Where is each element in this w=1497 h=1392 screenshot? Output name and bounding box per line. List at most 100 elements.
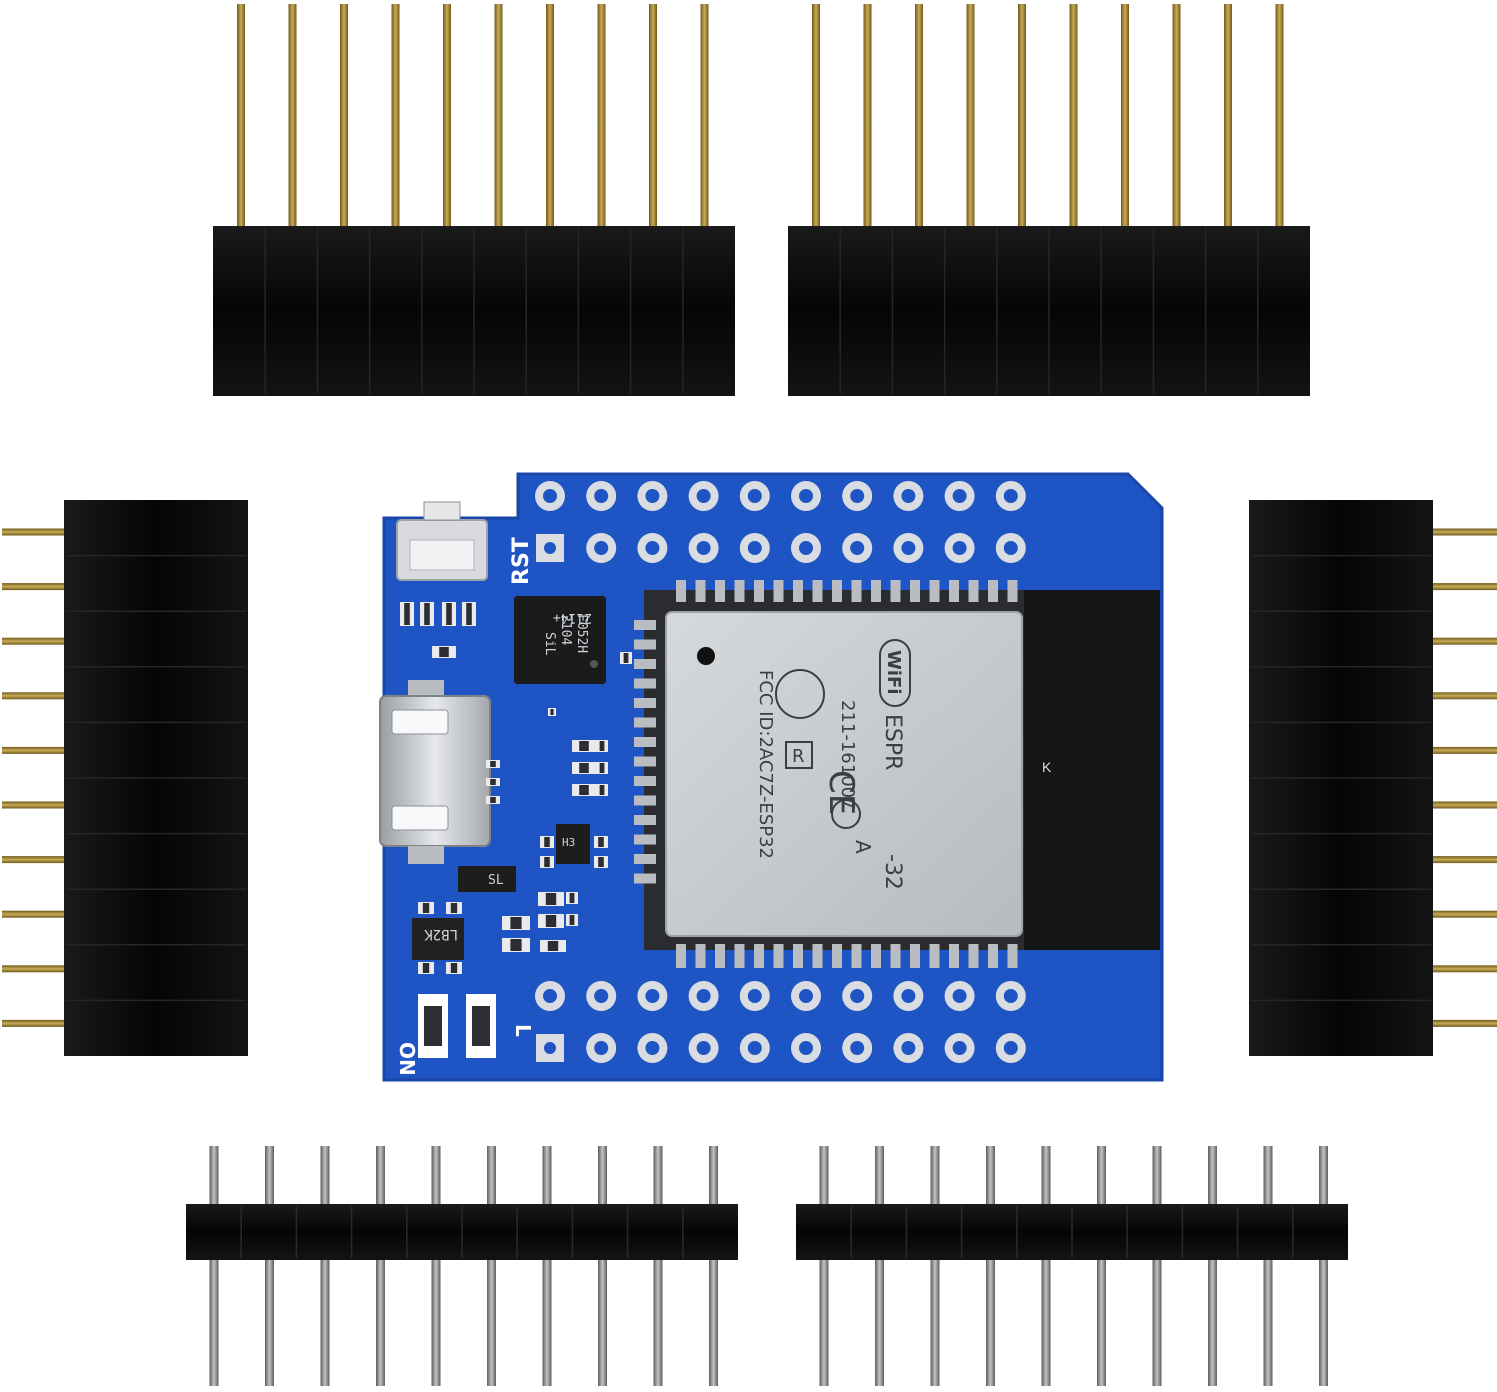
pad-hole xyxy=(952,541,967,555)
castellation xyxy=(929,580,940,602)
pad-hole xyxy=(1003,489,1018,503)
r-mark: R xyxy=(785,741,813,769)
smd-body xyxy=(466,603,472,625)
header-pin xyxy=(1224,4,1232,228)
header-pin xyxy=(1433,692,1497,700)
castellation xyxy=(676,944,686,968)
smd-body xyxy=(598,857,604,867)
female-header-right xyxy=(1249,500,1497,1056)
header-pin xyxy=(391,4,400,228)
castellation xyxy=(851,580,862,602)
pad-hole xyxy=(1003,541,1018,555)
smd-body xyxy=(490,779,496,785)
female-header-top-left xyxy=(213,4,735,396)
pad-hole xyxy=(1003,989,1018,1003)
header-pin xyxy=(431,1146,441,1386)
header-pin xyxy=(1433,856,1497,864)
pad-hole xyxy=(799,989,813,1003)
header-pin xyxy=(1041,1146,1051,1386)
pad-hole xyxy=(747,989,762,1003)
header-pin xyxy=(1433,910,1497,918)
castellation xyxy=(634,698,656,708)
pad-hole xyxy=(594,989,609,1003)
header-pads xyxy=(535,481,1026,1063)
pad-hole xyxy=(952,489,967,503)
castellation xyxy=(949,944,959,968)
castellation xyxy=(715,580,725,602)
smd-body xyxy=(579,741,589,751)
castellation xyxy=(634,659,656,669)
smd-body xyxy=(450,963,458,973)
svg-text:2104: 2104 xyxy=(558,614,573,645)
header-pin xyxy=(1018,4,1026,228)
pad-hole xyxy=(645,1041,660,1055)
svg-text:H3: H3 xyxy=(562,836,575,849)
header-pin xyxy=(653,1146,663,1386)
header-pin xyxy=(1433,583,1497,591)
small-ic: H3 xyxy=(556,824,590,864)
header-pin xyxy=(1263,1146,1273,1386)
usb-serial-chip: 2114+ F052H 2104 SiL xyxy=(514,596,606,684)
castellation xyxy=(734,580,745,602)
castellation xyxy=(949,580,959,602)
smd-body xyxy=(547,941,559,951)
header-pin xyxy=(487,1146,496,1386)
pad-hole xyxy=(645,989,660,1003)
smd-body xyxy=(424,603,430,625)
pad-hole xyxy=(850,541,865,555)
header-pin xyxy=(1121,4,1129,228)
smd-body xyxy=(545,893,557,905)
antenna-mark: K xyxy=(1042,759,1052,775)
pad-hole xyxy=(696,541,711,555)
castellation xyxy=(634,639,656,650)
castellation xyxy=(773,580,784,602)
header-pin xyxy=(2,692,66,700)
smd-body xyxy=(450,903,458,913)
svg-text:211-161007: 211-161007 xyxy=(837,700,858,810)
castellation xyxy=(988,580,998,602)
header-pin xyxy=(986,1146,995,1386)
micro-usb-port[interactable] xyxy=(379,680,491,864)
pad-hole xyxy=(594,1041,609,1055)
pad-hole xyxy=(594,489,609,503)
header-pin xyxy=(597,4,606,228)
header-pin xyxy=(2,746,66,754)
castellation xyxy=(634,756,656,767)
pad-hole xyxy=(696,1041,711,1055)
svg-text:R: R xyxy=(792,746,805,767)
module-shield xyxy=(665,611,1023,937)
castellation xyxy=(634,873,656,884)
wifi-logo: WiFi xyxy=(883,650,904,695)
header-pin xyxy=(320,1146,330,1386)
castellation xyxy=(871,580,881,602)
header-pin xyxy=(915,4,923,228)
castellation xyxy=(634,834,656,845)
l-label: L xyxy=(511,1024,535,1037)
on-label: ON xyxy=(395,1042,419,1076)
castellation xyxy=(634,678,656,689)
header-pin xyxy=(1433,801,1497,809)
header-pin xyxy=(1208,1146,1217,1386)
header-pin xyxy=(1172,4,1181,228)
pad-hole xyxy=(850,1041,865,1055)
smd-body xyxy=(550,709,554,715)
svg-text:A: A xyxy=(851,840,875,854)
header-pin xyxy=(2,910,66,918)
pad-hole xyxy=(952,1041,967,1055)
smd-body xyxy=(422,963,430,973)
header-pin xyxy=(1433,965,1497,973)
header-pin xyxy=(966,4,975,228)
header-pin xyxy=(1097,1146,1106,1386)
header-pin xyxy=(2,528,66,536)
smd-body xyxy=(446,603,452,625)
status-led xyxy=(466,994,496,1058)
reset-button[interactable] xyxy=(396,501,488,581)
pad-hole xyxy=(747,541,762,555)
pad-hole xyxy=(952,989,967,1003)
header-pin xyxy=(2,637,66,645)
module-castellations xyxy=(634,580,1018,968)
castellation xyxy=(676,580,686,602)
svg-text:-32: -32 xyxy=(880,854,905,890)
smd-body xyxy=(569,915,575,925)
pad-hole xyxy=(544,542,556,554)
